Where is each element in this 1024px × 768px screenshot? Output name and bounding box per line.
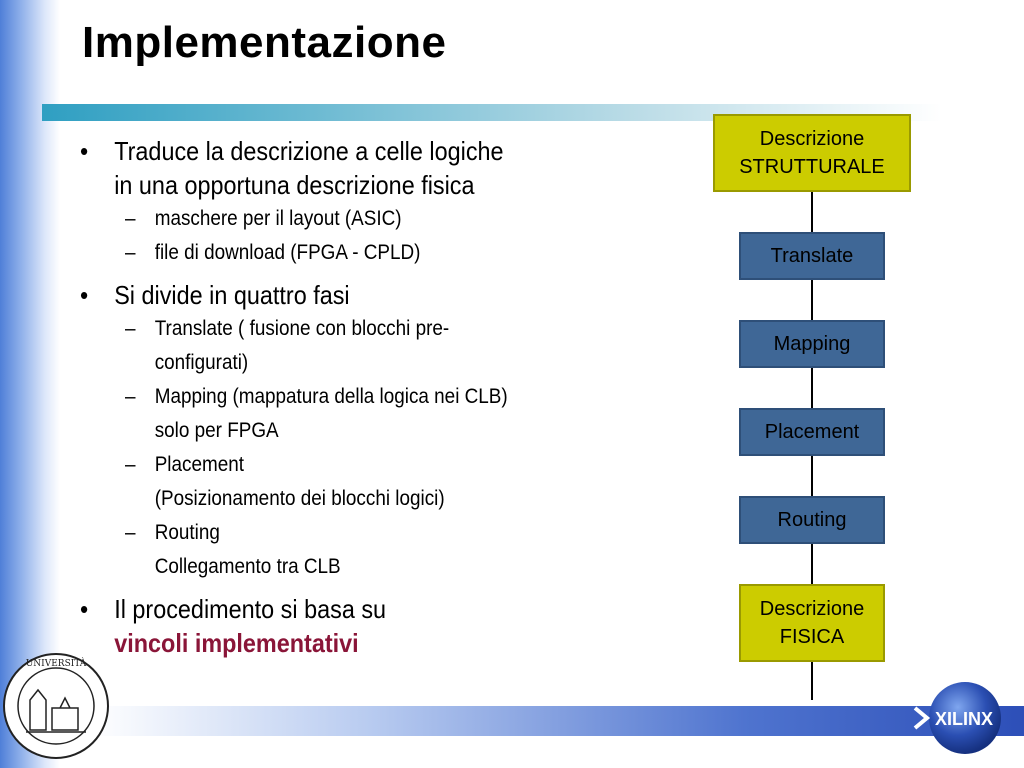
sub-bullet-text: Collegamento tra CLB [154,555,341,578]
sub-bullet-text: Routing [154,521,220,544]
flow-box-physical-description: Descrizione FISICA [739,584,885,662]
sub-bullet-text: Mapping (mappatura della logica nei CLB) [154,385,508,408]
implementation-flow-diagram: Descrizione STRUTTURALE Translate Mappin… [700,110,925,700]
svg-text:XILINX: XILINX [935,709,993,729]
bullet-list: • Traduce la descrizione a celle logiche… [80,126,640,660]
flow-box-placement: Placement [739,408,885,456]
svg-text:UNIVERSITÀ: UNIVERSITÀ [26,657,87,669]
sub-bullet-text: file di download (FPGA - CPLD) [154,241,421,264]
sub-bullet-item: – maschere per il layout (ASIC) [80,202,584,236]
bullet-dot: • [80,280,89,310]
highlighted-text: vincoli implementativi [114,628,359,658]
flow-box-mapping: Mapping [739,320,885,368]
left-edge-gradient [0,0,60,768]
sub-bullet-text: (Posizionamento dei blocchi logici) [154,487,445,510]
sub-bullet-item: – Translate ( fusione con blocchi pre- c… [80,312,584,380]
bullet-text-line: Si divide in quattro fasi [114,280,350,310]
sub-bullet-text: solo per FPGA [154,419,279,442]
footer-gradient-bar [90,706,1024,736]
bullet-item: • Il procedimento si basa su vincoli imp… [80,592,584,660]
flow-box-translate: Translate [739,232,885,280]
bullet-text-line: Il procedimento si basa su [114,594,387,624]
bullet-item: • Si divide in quattro fasi [80,278,584,312]
sub-bullet-item: – Routing Collegamento tra CLB [80,516,584,584]
sub-bullet-item: – file di download (FPGA - CPLD) [80,236,584,270]
sub-bullet-text: Translate ( fusione con blocchi pre- [154,317,450,340]
sub-bullet-text: Placement [154,453,244,476]
sub-bullet-text: configurati) [154,351,249,374]
bullet-dot: • [80,136,89,166]
bullet-item: • Traduce la descrizione a celle logiche… [80,134,584,202]
bullet-text-line: in una opportuna descrizione fisica [114,170,475,200]
university-seal-logo: UNIVERSITÀ [3,653,109,759]
bullet-dot: • [80,594,89,624]
flow-box-routing: Routing [739,496,885,544]
slide-title: Implementazione [82,18,447,67]
sub-bullet-item: – Placement (Posizionamento dei blocchi … [80,448,584,516]
sub-bullet-text: maschere per il layout (ASIC) [154,207,402,230]
bullet-text-line: Traduce la descrizione a celle logiche [114,136,504,166]
sub-bullet-item: – Mapping (mappatura della logica nei CL… [80,380,584,448]
xilinx-logo: XILINX [913,682,1001,754]
flow-box-structural-description: Descrizione STRUTTURALE [713,114,911,192]
